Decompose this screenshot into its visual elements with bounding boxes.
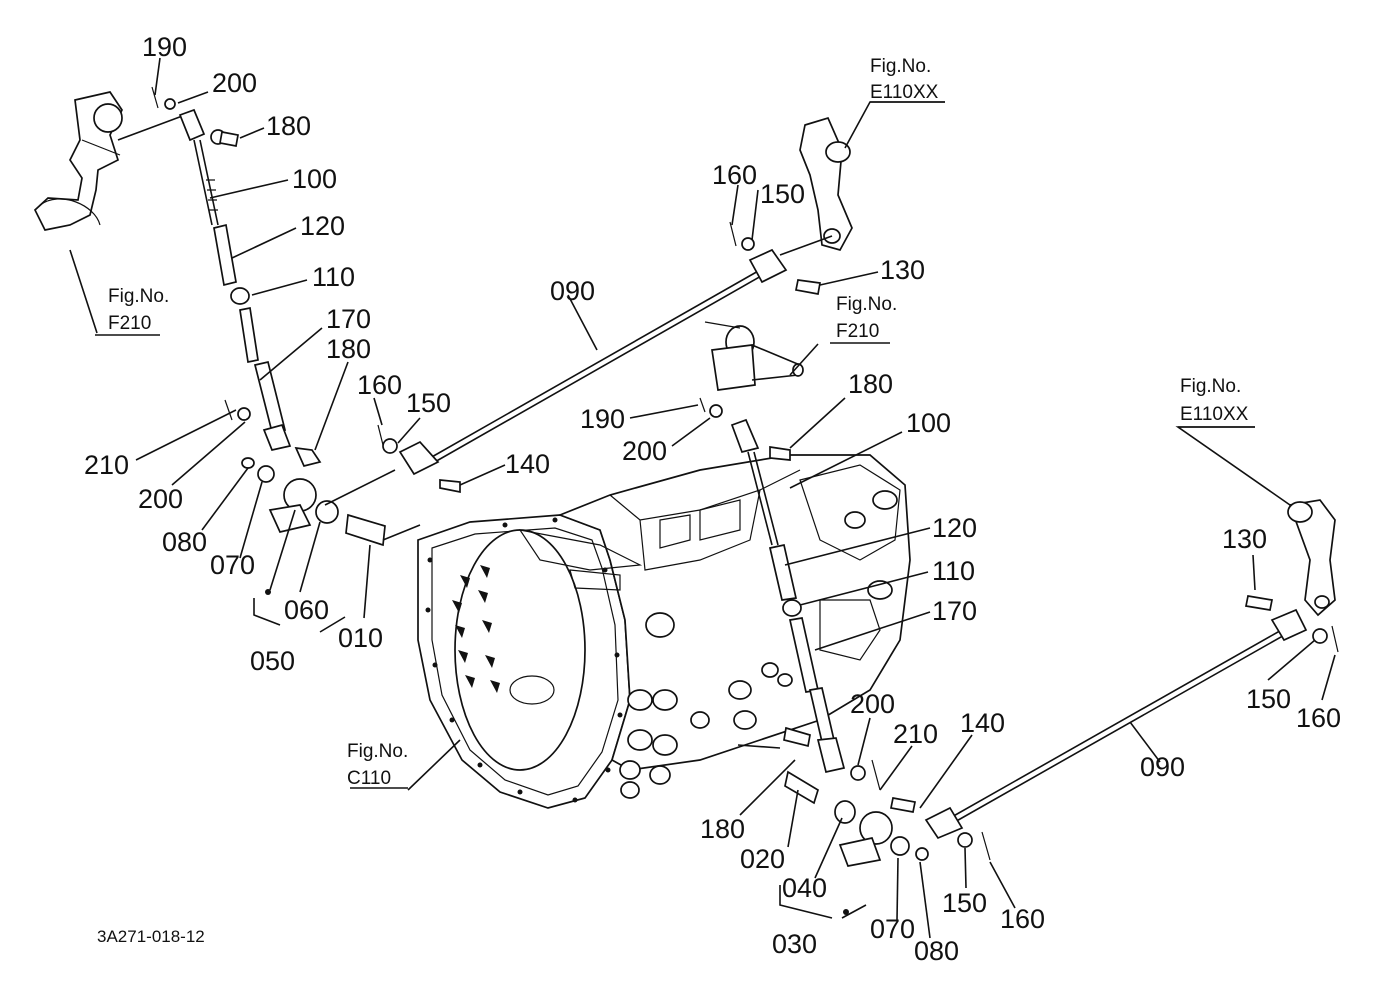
middle-control-rod-assembly bbox=[699, 397, 929, 915]
callout-090: 090 bbox=[550, 276, 595, 306]
left-control-rod-assembly bbox=[151, 86, 421, 595]
callout-070: 070 bbox=[210, 550, 255, 580]
callout-190: 190 bbox=[142, 32, 187, 62]
callout-180: 180 bbox=[266, 111, 311, 141]
svg-text:E110XX: E110XX bbox=[1180, 404, 1249, 425]
callout-130: 130 bbox=[880, 255, 925, 285]
callout-150: 150 bbox=[1246, 684, 1291, 714]
lower-cross-rod bbox=[889, 595, 1339, 861]
callout-170: 170 bbox=[932, 596, 977, 626]
callout-150: 150 bbox=[942, 888, 987, 918]
callout-110: 110 bbox=[932, 556, 975, 586]
callout-150: 150 bbox=[406, 388, 451, 418]
callout-160: 160 bbox=[357, 370, 402, 400]
diagram-code: 3A271-018-12 bbox=[97, 927, 205, 946]
callout-080: 080 bbox=[162, 527, 207, 557]
callout-210: 210 bbox=[84, 450, 129, 480]
callout-120: 120 bbox=[300, 211, 345, 241]
middle-lever-arm bbox=[704, 321, 804, 391]
callout-090: 090 bbox=[1140, 752, 1185, 782]
figure-ref-e110xx-right: Fig.No. E110XX bbox=[1180, 376, 1249, 425]
upper-cross-rod bbox=[377, 221, 821, 494]
leader-lines bbox=[69, 57, 1336, 939]
housing-vent-holes bbox=[452, 565, 500, 693]
svg-text:F210: F210 bbox=[836, 321, 879, 342]
callout-180: 180 bbox=[848, 369, 893, 399]
svg-text:F210: F210 bbox=[108, 313, 151, 334]
callout-080: 080 bbox=[914, 936, 959, 966]
callout-180: 180 bbox=[700, 814, 745, 844]
callout-210: 210 bbox=[893, 719, 938, 749]
callout-060: 060 bbox=[284, 595, 329, 625]
callout-110: 110 bbox=[312, 262, 355, 292]
lower-right-lever bbox=[1287, 499, 1336, 617]
svg-text:E110XX: E110XX bbox=[870, 82, 939, 103]
callout-170: 170 bbox=[326, 304, 371, 334]
left-pedal-bracket bbox=[33, 91, 186, 231]
figure-ref-f210-left: Fig.No. F210 bbox=[108, 286, 169, 334]
callout-190: 190 bbox=[580, 404, 625, 434]
callout-020: 020 bbox=[740, 844, 785, 874]
callout-200: 200 bbox=[138, 484, 183, 514]
upper-right-lever bbox=[779, 116, 853, 256]
callout-labels: 190 200 180 100 120 110 170 180 160 150 … bbox=[84, 32, 1341, 966]
callout-160: 160 bbox=[1296, 703, 1341, 733]
callout-150: 150 bbox=[760, 179, 805, 209]
svg-text:Fig.No.: Fig.No. bbox=[836, 294, 897, 315]
svg-text:C110: C110 bbox=[347, 768, 391, 789]
callout-030: 030 bbox=[772, 929, 817, 959]
figure-ref-e110xx-top: Fig.No. E110XX bbox=[870, 56, 939, 103]
figure-ref-f210-middle: Fig.No. F210 bbox=[836, 294, 897, 342]
callout-200: 200 bbox=[622, 436, 667, 466]
callout-130: 130 bbox=[1222, 524, 1267, 554]
callout-120: 120 bbox=[932, 513, 977, 543]
callout-010: 010 bbox=[338, 623, 383, 653]
callout-070: 070 bbox=[870, 914, 915, 944]
callout-200: 200 bbox=[212, 68, 257, 98]
callout-140: 140 bbox=[960, 708, 1005, 738]
callout-180: 180 bbox=[326, 334, 371, 364]
callout-100: 100 bbox=[292, 164, 337, 194]
housing-bolt-holes bbox=[425, 517, 623, 803]
svg-text:Fig.No.: Fig.No. bbox=[870, 56, 931, 77]
callout-100: 100 bbox=[906, 408, 951, 438]
callout-160: 160 bbox=[712, 160, 757, 190]
callout-200: 200 bbox=[850, 689, 895, 719]
callout-050: 050 bbox=[250, 646, 295, 676]
svg-text:Fig.No.: Fig.No. bbox=[1180, 376, 1241, 397]
callout-040: 040 bbox=[782, 873, 827, 903]
svg-text:Fig.No.: Fig.No. bbox=[108, 286, 169, 307]
callout-140: 140 bbox=[505, 449, 550, 479]
svg-text:Fig.No.: Fig.No. bbox=[347, 741, 408, 762]
callout-160: 160 bbox=[1000, 904, 1045, 934]
figure-ref-c110: Fig.No. C110 bbox=[347, 741, 408, 789]
